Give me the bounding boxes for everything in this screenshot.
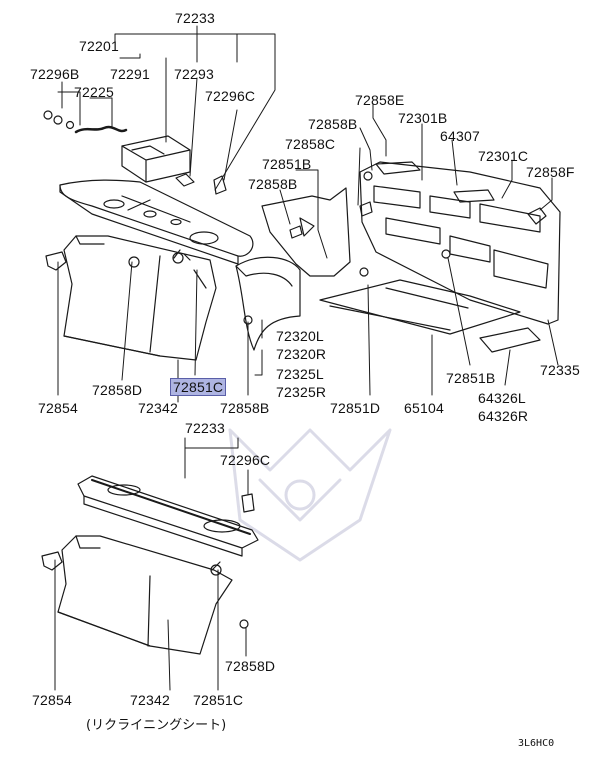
diagram-code: 3L6HC0: [518, 738, 555, 749]
part-label-72335: 72335: [540, 362, 580, 378]
leader-lines-top: [57, 25, 559, 403]
wiring-harness: [43, 110, 195, 187]
part-label-72858e: 72858E: [355, 92, 405, 108]
speaker-box: [121, 135, 191, 183]
part-label-72342: 72342: [138, 400, 178, 416]
part-label-72233: 72233: [175, 10, 215, 26]
part-label-72858b-mid: 72858B: [248, 176, 298, 192]
part-label-72858f: 72858F: [526, 164, 575, 180]
package-tray: [59, 179, 254, 265]
fasteners-lower: [41, 493, 255, 629]
part-label-72225: 72225: [74, 84, 114, 100]
part-label-64307: 64307: [440, 128, 480, 144]
part-label-65104: 65104: [404, 400, 444, 416]
watermark-emblem: [228, 428, 392, 562]
part-label-72301c: 72301C: [478, 148, 529, 164]
part-label-72325l: 72325L: [276, 366, 324, 382]
part-label-72858d-lower: 72858D: [225, 658, 276, 674]
part-label-72320l: 72320L: [276, 328, 324, 344]
part-label-72851b-top: 72851B: [262, 156, 312, 172]
fasteners-upper: [45, 171, 547, 325]
part-label-72291: 72291: [110, 66, 150, 82]
part-label-72858b-top: 72858B: [308, 116, 358, 132]
part-label-72296b: 72296B: [30, 66, 80, 82]
part-label-72233-lower: 72233: [185, 420, 225, 436]
part-label-72293: 72293: [174, 66, 214, 82]
rear-trim-panel-lower: [57, 535, 233, 655]
floor-sheet: [319, 279, 541, 353]
part-label-72851d: 72851D: [330, 400, 381, 416]
part-label-72858b-bottom: 72858B: [220, 400, 270, 416]
part-label-64326r: 64326R: [478, 408, 529, 424]
part-label-72851c-highlighted[interactable]: 72851C: [170, 378, 227, 396]
part-label-72296c: 72296C: [205, 88, 256, 104]
part-label-72320r: 72320R: [276, 346, 327, 362]
part-label-64326l: 64326L: [478, 390, 526, 406]
part-label-72854: 72854: [38, 400, 78, 416]
rear-shelf-panel: [359, 161, 561, 325]
part-label-72851c-lower: 72851C: [193, 692, 244, 708]
part-label-72301b: 72301B: [398, 110, 448, 126]
part-label-72325r: 72325R: [276, 384, 327, 400]
part-label-72858d: 72858D: [92, 382, 143, 398]
part-label-72296c-lower: 72296C: [220, 452, 271, 468]
rear-trim-panel: [63, 235, 217, 361]
side-trim: [235, 187, 351, 351]
part-label-72854-lower: 72854: [32, 692, 72, 708]
part-label-72201: 72201: [79, 38, 119, 54]
part-label-72858c: 72858C: [285, 136, 336, 152]
reclining-seat-note: (リクライニングシート): [86, 718, 227, 733]
part-label-72851b-bottom: 72851B: [446, 370, 496, 386]
package-tray-lower: [77, 475, 259, 557]
part-label-72342-lower: 72342: [130, 692, 170, 708]
leader-lines-bottom: [54, 437, 249, 691]
